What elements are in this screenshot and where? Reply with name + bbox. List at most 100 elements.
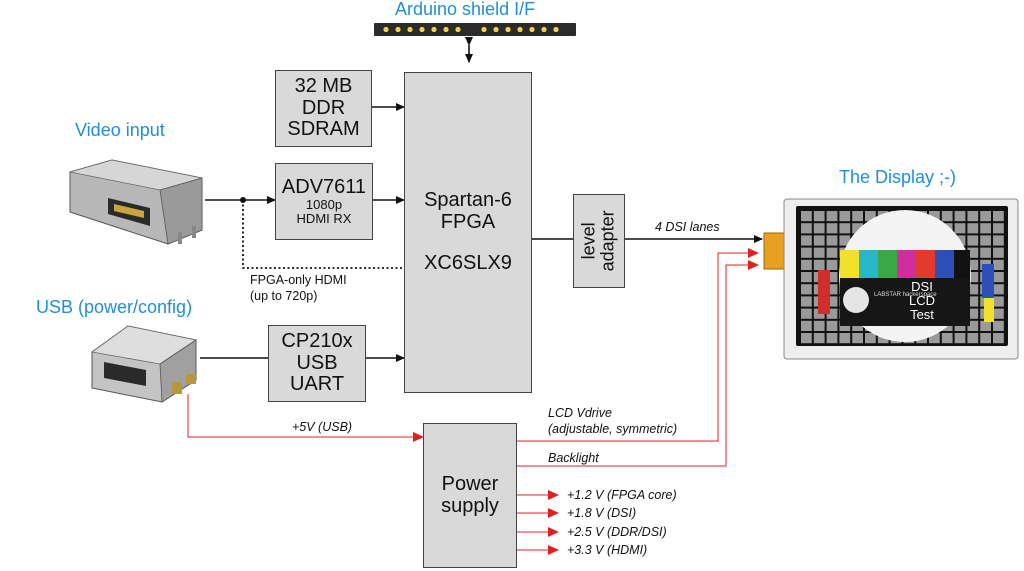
test-pattern-tile <box>839 235 851 246</box>
test-pattern-tile <box>813 235 825 246</box>
test-pattern-tile <box>852 333 863 344</box>
test-pattern-tile <box>839 211 851 222</box>
test-pattern-tile <box>993 296 1004 307</box>
test-pattern-tile <box>801 235 812 246</box>
test-pattern-tile <box>993 247 1004 258</box>
test-pattern-tile <box>801 247 812 258</box>
lcd-vdrive-line <box>517 248 759 442</box>
test-pattern-tile <box>993 272 1004 283</box>
hdmi-connector-icon <box>69 159 203 245</box>
test-pattern-tile <box>801 272 812 283</box>
ddr-line-2: DDR <box>301 96 346 119</box>
test-pattern-tile <box>826 211 838 222</box>
test-pattern-tile <box>801 308 812 319</box>
power-line-2: supply <box>441 494 499 517</box>
test-pattern-tile <box>826 223 838 234</box>
test-pattern-tile <box>813 259 825 270</box>
ddr-line-3: SDRAM <box>287 118 360 141</box>
cp-line-3: UART <box>289 373 345 396</box>
rail-2-label: +1.8 V (DSI) <box>567 506 637 520</box>
test-pattern-tile <box>993 308 1004 319</box>
test-pattern-tile <box>993 211 1004 222</box>
screen-line-1: DSI <box>911 279 933 294</box>
rail-4-label: +3.3 V (HDMI) <box>567 543 648 557</box>
test-pattern-tile <box>801 284 812 295</box>
video-input-label: Video input <box>75 120 165 140</box>
level-line-1: level <box>579 222 600 260</box>
fpga-only-hdmi-path <box>242 200 404 269</box>
test-pattern-tile <box>954 211 966 222</box>
fpga-only-line-1: FPGA-only HDMI <box>250 273 347 287</box>
adv-line-3: HDMI RX <box>296 211 352 227</box>
usb-5v-label: +5V (USB) <box>292 420 353 434</box>
test-pattern-tile <box>826 235 838 246</box>
test-pattern-tile <box>929 211 940 222</box>
test-pattern-tile <box>826 272 838 283</box>
fpga-only-hdmi-label: FPGA-only HDMI (up to 720p) <box>250 273 347 304</box>
display-label: The Display ;-) <box>839 167 957 187</box>
test-pattern-tile <box>826 259 838 270</box>
test-pattern-tile <box>967 296 979 307</box>
test-pattern-tile <box>801 259 812 270</box>
lcd-vdrive-line-2: (adjustable, symmetric) <box>548 421 678 436</box>
test-pattern-tile <box>980 211 991 222</box>
test-pattern-tile <box>865 333 876 344</box>
arduino-header-icon <box>374 23 576 36</box>
test-pattern-tile <box>967 235 979 246</box>
ddr-sdram-block: 32 MB DDR SDRAM <box>275 70 372 147</box>
test-pattern-tile <box>826 284 838 295</box>
test-pattern-tile <box>967 284 979 295</box>
test-pattern-tile <box>813 211 825 222</box>
test-pattern-tile <box>941 333 953 344</box>
cp210x-block: CP210x USB UART <box>268 325 366 402</box>
test-pattern-tile <box>967 333 979 344</box>
test-pattern-tile <box>813 247 825 258</box>
test-pattern-tile <box>929 333 940 344</box>
adv7611-block: ADV7611 1080p HDMI RX <box>275 163 373 240</box>
test-pattern-tile <box>826 308 838 319</box>
test-pattern-tile <box>852 211 863 222</box>
test-pattern-tile <box>801 211 812 222</box>
fpga-line-3: XC6SLX9 <box>424 252 512 275</box>
test-pattern-tile <box>980 235 991 246</box>
test-pattern-tile <box>993 333 1004 344</box>
arduino-label: Arduino shield I/F <box>395 0 536 19</box>
test-pattern-tile <box>839 333 851 344</box>
test-pattern-tile <box>826 320 838 331</box>
test-pattern-tile <box>801 223 812 234</box>
usb-power-line <box>187 394 424 442</box>
test-pattern-tile <box>826 296 838 307</box>
test-pattern-tile <box>941 211 953 222</box>
screen-line-3: Test <box>910 307 934 322</box>
test-pattern-tile <box>967 308 979 319</box>
fpga-block: Spartan-6 FPGA XC6SLX9 <box>404 72 532 393</box>
cp-line-2: USB <box>296 351 338 374</box>
test-pattern-tile <box>813 320 825 331</box>
logo-text: LABSTAR hackerspace <box>874 292 937 298</box>
test-pattern-tile <box>993 235 1004 246</box>
test-pattern-tile <box>993 284 1004 295</box>
fpga-line-1: Spartan-6 <box>424 189 512 212</box>
test-pattern-tile <box>993 320 1004 331</box>
display-module: LABSTAR hackerspace DSI LCD Test <box>763 198 1019 360</box>
test-pattern-tile <box>813 333 825 344</box>
test-pattern-tile <box>967 320 979 331</box>
level-adapter-text: level adapter <box>579 210 618 272</box>
mini-usb-connector-icon <box>90 325 198 403</box>
backlight-line <box>517 260 759 467</box>
test-pattern-tile <box>967 223 979 234</box>
adv-line-2: 1080p <box>305 197 343 213</box>
test-pattern-tile <box>801 320 812 331</box>
level-line-2: adapter <box>598 210 618 272</box>
test-pattern-tile <box>967 247 979 258</box>
rail-1-label: +1.2 V (FPGA core) <box>567 488 677 502</box>
test-pattern-tile <box>813 223 825 234</box>
rail-3-label: +2.5 V (DDR/DSI) <box>567 525 667 539</box>
usb-label: USB (power/config) <box>36 297 193 317</box>
test-pattern-tile <box>852 223 863 234</box>
fpga-only-line-2: (up to 720p) <box>250 288 318 303</box>
test-pattern-tile <box>839 223 851 234</box>
cp-line-1: CP210x <box>281 330 353 353</box>
test-pattern-tile <box>980 320 991 331</box>
screen-line-2: LCD <box>909 293 935 308</box>
